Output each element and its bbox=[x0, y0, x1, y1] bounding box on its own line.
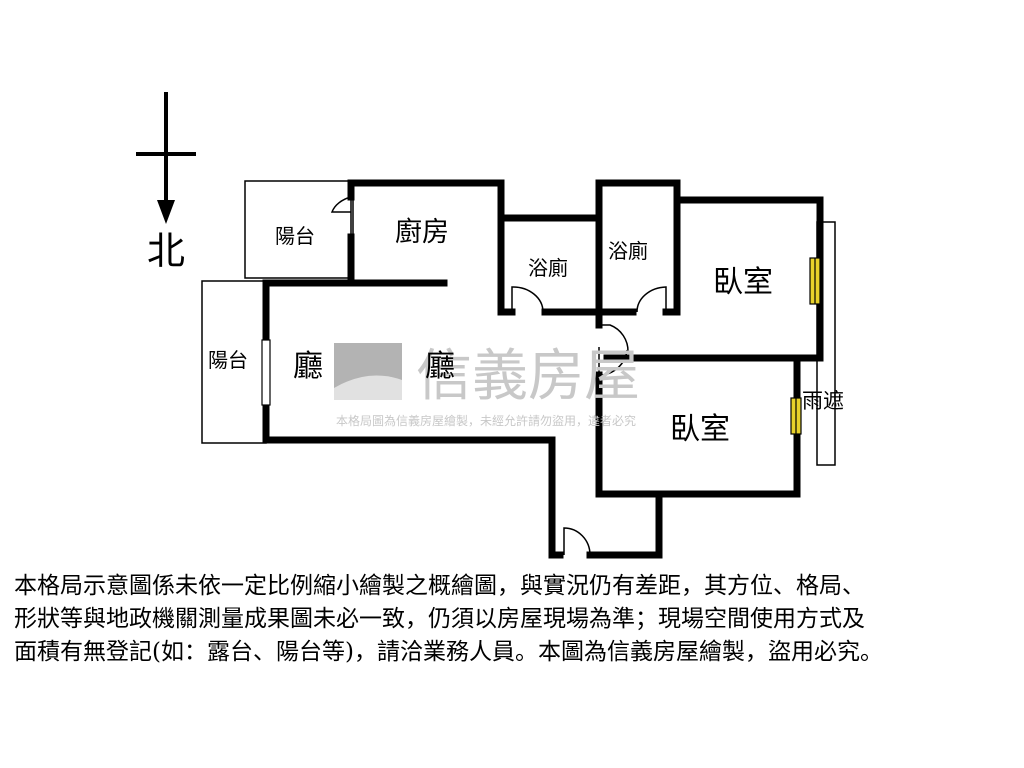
windows bbox=[261, 257, 821, 435]
room-label-kitchen: 廚房 bbox=[395, 217, 449, 248]
disclaimer-line-3: 面積有無登記(如：露台、陽台等)，請洽業務人員。本圖為信義房屋繪製，盜用必究。 bbox=[14, 639, 883, 665]
door-bedroom-1 bbox=[599, 324, 629, 353]
compass-arrow-icon bbox=[157, 200, 175, 224]
room-label-canopy: 雨遮 bbox=[802, 389, 844, 413]
disclaimer-line-2: 形狀等與地政機關測量成果圖未必一致，仍須以房屋現場為準；現場空間使用方式及 bbox=[14, 606, 865, 632]
disclaimer: 本格局示意圖係未依一定比例縮小繪製之概繪圖，與實況仍有差距，其方位、格局、 形狀… bbox=[14, 570, 1014, 669]
door-entry bbox=[563, 527, 591, 556]
window-living bbox=[261, 339, 271, 406]
room-label-bath-2: 浴廁 bbox=[608, 239, 648, 263]
door-bath-2 bbox=[636, 286, 667, 313]
watermark-notice: 本格局圖為信義房屋繪製，未經允許請勿盜用，違者必究 bbox=[336, 413, 636, 428]
door-bath-1 bbox=[511, 286, 544, 313]
balcony-top-outline bbox=[244, 180, 354, 279]
north-label: 北 bbox=[147, 229, 185, 273]
room-label-balcony-top: 陽台 bbox=[275, 224, 315, 248]
room-label-living-1: 廳 bbox=[293, 349, 323, 384]
watermark: 信義房屋 本格局圖為信義房屋繪製，未經允許請勿盜用，違者必究 bbox=[334, 343, 640, 428]
door-bedroom-2 bbox=[598, 347, 628, 376]
room-label-bedroom-2: 臥室 bbox=[670, 412, 730, 447]
room-label-living-2: 廳 bbox=[425, 349, 455, 384]
room-labels: 陽台 廚房 浴廁 浴廁 臥室 陽台 廳 廳 臥室 雨遮 bbox=[208, 217, 844, 447]
compass: 北 bbox=[136, 92, 196, 273]
door-balcony-top bbox=[330, 196, 352, 237]
floor-plan: 北 bbox=[136, 92, 844, 559]
disclaimer-line-1: 本格局示意圖係未依一定比例縮小繪製之概繪圖，與實況仍有差距，其方位、格局、 bbox=[14, 573, 865, 599]
watermark-brand: 信義房屋 bbox=[416, 344, 640, 409]
doors bbox=[330, 196, 667, 556]
watermark-logo-swoosh bbox=[334, 375, 402, 400]
room-label-bedroom-1: 臥室 bbox=[713, 265, 773, 300]
room-label-bath-1: 浴廁 bbox=[528, 256, 568, 280]
room-label-balcony-left: 陽台 bbox=[208, 348, 248, 372]
